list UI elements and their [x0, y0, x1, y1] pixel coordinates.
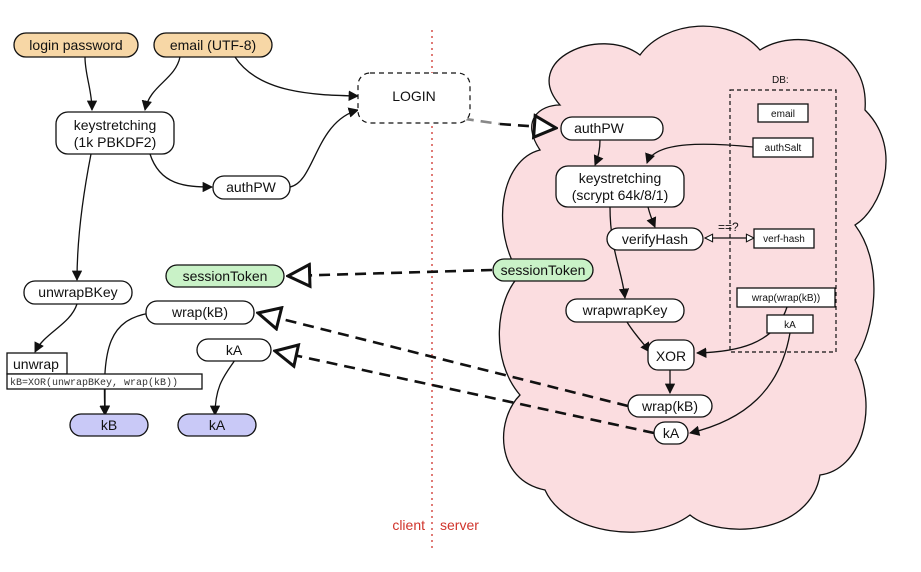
edge-session-token [288, 270, 493, 276]
wrapwrapkey-label: wrapwrapKey [582, 302, 668, 318]
edge-ka-ka [209, 359, 236, 417]
verify-hash-label: verifyHash [622, 231, 688, 247]
edge-keystretch-verifyhash [646, 206, 657, 228]
client-ka-label: kA [226, 342, 243, 358]
unwrap-formula-box [6, 373, 203, 390]
client-ka-out-label: kA [209, 417, 226, 433]
server-keystretch-line2: (scrypt 64k/8/1) [572, 187, 668, 203]
client-authpw-label: authPW [226, 179, 277, 195]
edge-authpw-login [289, 107, 360, 188]
unwrapbkey-label: unwrapBKey [38, 284, 117, 300]
server-wrapkb-label: wrap(kB) [641, 398, 698, 414]
client-wrapkb-label: wrap(kB) [171, 304, 228, 320]
client-ka-node [196, 338, 272, 362]
edge-keystretch-authpw [149, 153, 214, 193]
server-wrapkb-node [627, 394, 713, 418]
server-ka-label: kA [663, 425, 680, 441]
email-node [153, 32, 273, 58]
unwrap-formula: kB=XOR(unwrapBKey, wrap(kB)) [10, 377, 178, 389]
client-kb-out-label: kB [101, 417, 117, 433]
edge-keystretch-unwrapbkey [71, 153, 92, 282]
server-keystretch-line1: keystretching [579, 170, 661, 186]
edge-authsalt-keystretch [645, 143, 754, 164]
db-box [729, 89, 837, 353]
server-ka-node [653, 421, 689, 445]
edge-password-keystretch [84, 56, 98, 112]
edge-unwrapbkey-unwrap [34, 303, 78, 353]
server-keystretch-node [555, 165, 685, 208]
server-session-token-node [492, 258, 594, 282]
edge-login-server-authpw-2 [499, 124, 556, 128]
edge-wrapkb-kb [99, 312, 151, 417]
login-node [357, 72, 471, 124]
edge-ka-to-client [275, 351, 655, 435]
db-email-label: email [771, 109, 795, 120]
db-authsalt-box [752, 137, 814, 158]
edge-email-login [234, 56, 360, 101]
unwrap-title: unwrap [13, 356, 59, 372]
edge-wrapkb-to-client [258, 313, 629, 408]
client-keystretch-line2: (1k PBKDF2) [74, 134, 156, 150]
db-verfhash-label: verf-hash [763, 234, 805, 245]
login-label: LOGIN [392, 88, 436, 104]
verify-hash-node [606, 227, 704, 251]
db-wrapwrapkb-label: wrap(wrap(kB)) [751, 293, 820, 304]
client-wrapkb-node [145, 300, 255, 325]
client-authpw-node [212, 175, 291, 200]
server-authpw-label: authPW [574, 120, 625, 136]
db-title: DB: [772, 75, 789, 86]
unwrapbkey-node [23, 280, 133, 305]
compare-label: ==? [718, 220, 739, 234]
client-session-token-node [165, 264, 285, 288]
client-keystretch-node [55, 111, 175, 155]
server-authpw-node [560, 116, 664, 141]
wrapwrapkey-node [565, 298, 685, 323]
server-session-token-label: sessionToken [501, 262, 586, 278]
xor-label: XOR [656, 348, 686, 364]
db-email-box [757, 103, 809, 123]
db-ka-box [766, 314, 814, 334]
client-ka-out-node [177, 413, 257, 437]
client-kb-out-node [69, 413, 149, 437]
email-label: email (UTF-8) [170, 37, 256, 53]
client-label: client [392, 517, 425, 533]
login-password-node [13, 32, 139, 58]
db-verfhash-box [753, 228, 815, 249]
edge-authpw-keystretch [593, 139, 604, 166]
login-password-label: login password [29, 37, 122, 53]
edge-keystretch-wrapwrapkey [609, 206, 630, 300]
client-keystretch-line1: keystretching [74, 117, 156, 133]
db-authsalt-label: authSalt [765, 143, 802, 154]
db-ka-label: kA [784, 320, 796, 331]
server-label: server [440, 517, 479, 533]
xor-node [647, 339, 695, 371]
client-session-token-label: sessionToken [183, 268, 268, 284]
edge-dbka-ka [688, 332, 791, 436]
edge-email-keystretch [141, 56, 181, 112]
db-wrapwrapkb-box [736, 287, 836, 308]
